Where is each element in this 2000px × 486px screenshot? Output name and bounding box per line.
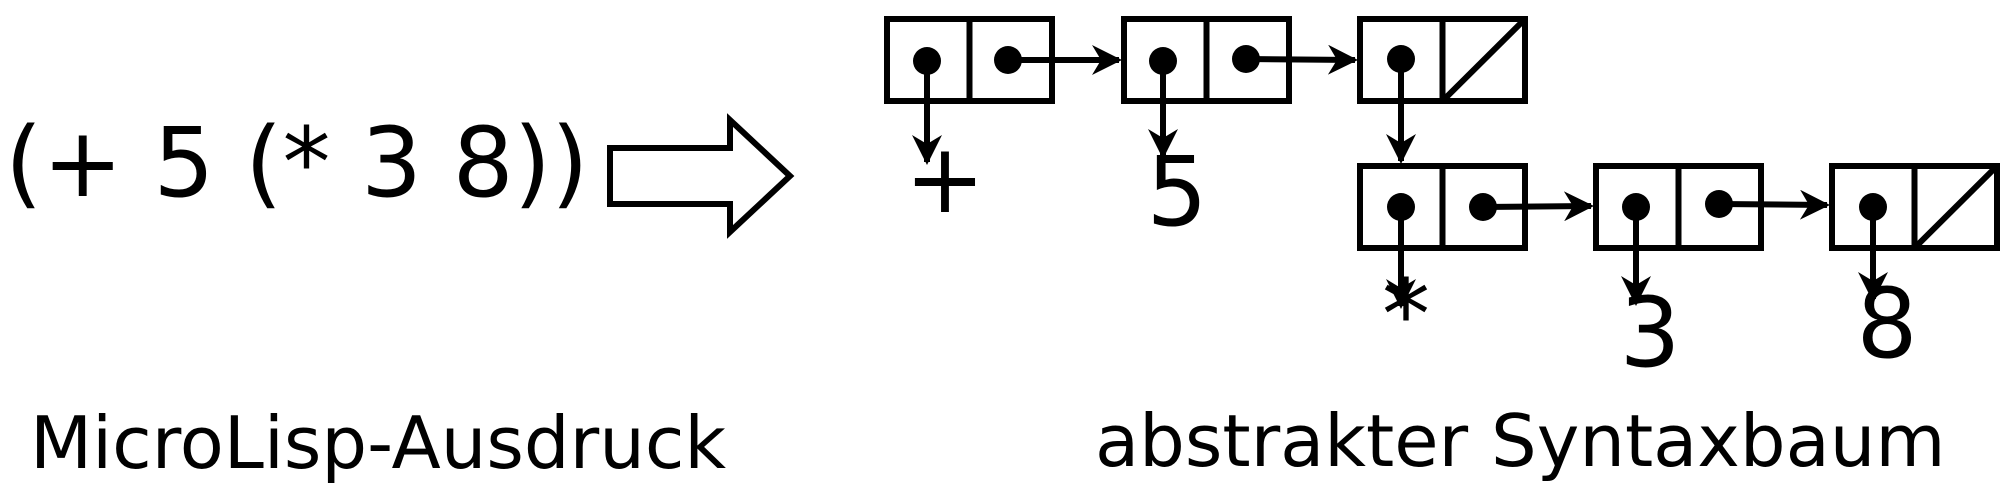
nil-slash-icon — [1912, 163, 2000, 251]
cons-cell-3-nil — [1357, 16, 1528, 104]
lisp-expression: (+ 5 (* 3 8)) — [5, 107, 589, 219]
atom-eight: 8 — [1856, 268, 1917, 380]
nil-slash-icon — [1440, 16, 1528, 104]
cdr-arrow — [1482, 191, 1594, 222]
atom-three: 3 — [1619, 277, 1680, 389]
atom-plus: + — [905, 123, 985, 235]
cdr-arrow — [1245, 44, 1358, 75]
cons-cell-6-nil — [1829, 163, 2000, 251]
atom-times: * — [1382, 259, 1430, 371]
expression-caption: MicroLisp-Ausdruck — [30, 401, 726, 485]
tree-caption: abstrakter Syntaxbaum — [1095, 399, 1946, 483]
cdr-arrow — [1718, 189, 1830, 220]
transform-arrow-icon — [607, 113, 795, 239]
atom-five: 5 — [1146, 136, 1207, 248]
